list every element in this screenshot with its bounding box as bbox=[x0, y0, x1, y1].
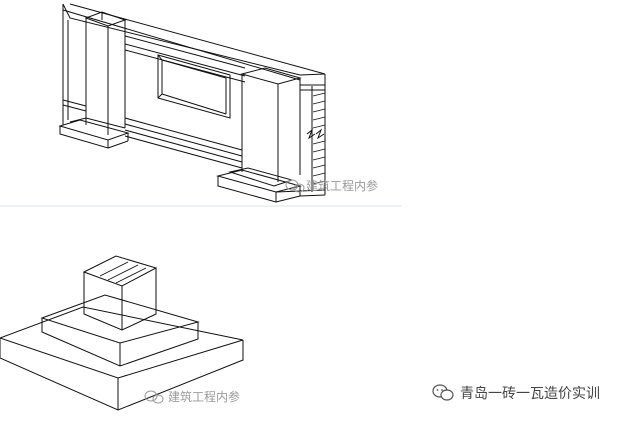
watermark-bottom-text: 建筑工程内参 bbox=[168, 389, 240, 404]
wall-pilaster-figure bbox=[58, 3, 326, 203]
wechat-icon bbox=[432, 384, 454, 401]
watermark-top: 建筑工程内参 bbox=[285, 178, 378, 193]
stepped-foundation-figure bbox=[0, 255, 244, 411]
brand-watermark: 青岛一砖一瓦造价实训 bbox=[432, 383, 600, 403]
brand-label: 青岛一砖一瓦造价实训 bbox=[460, 386, 600, 402]
wechat-icon bbox=[285, 179, 305, 193]
watermark-top-text: 建筑工程内参 bbox=[306, 178, 378, 193]
watermark-bottom: 建筑工程内参 bbox=[144, 389, 240, 404]
wechat-icon bbox=[144, 390, 164, 404]
